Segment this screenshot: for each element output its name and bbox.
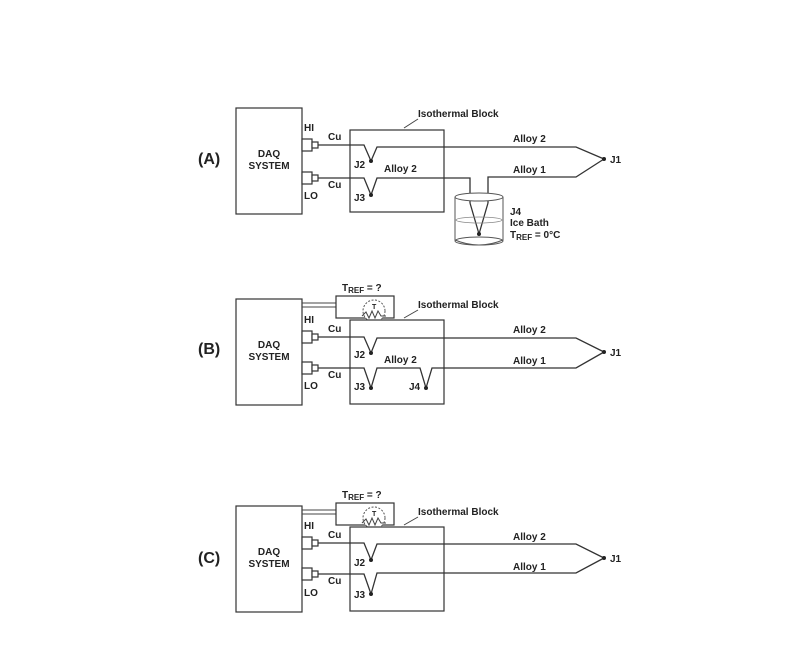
hi-label: HI	[304, 315, 314, 326]
j3-junction	[369, 193, 373, 197]
cu-label-top: Cu	[328, 324, 341, 335]
isothermal-block-label: Isothermal Block	[418, 109, 499, 120]
isothermal-block-label: Isothermal Block	[418, 507, 499, 518]
panel-b-label: (B)	[198, 341, 220, 358]
j1-junction	[602, 556, 606, 560]
j3-label: J3	[354, 193, 366, 204]
isothermal-block-pointer	[403, 118, 419, 129]
panel-a-label: (A)	[198, 151, 220, 168]
daq-label-line2: SYSTEM	[248, 161, 289, 172]
j1-junction	[602, 350, 606, 354]
hi-terminal	[301, 330, 313, 344]
panel-b: (B) DAQ SYSTEM HI LO Cu Cu T TREF = ? Is…	[198, 283, 622, 406]
hi-terminal	[301, 138, 313, 152]
lo-terminal-screw	[311, 570, 319, 578]
isothermal-block-pointer	[403, 309, 419, 319]
tref-unknown-label: TREF = ?	[342, 283, 382, 295]
daq-system-box	[235, 505, 303, 613]
j4-label: J4	[510, 207, 522, 218]
j2-label: J2	[354, 558, 366, 569]
thermistor-symbol-label: T	[372, 511, 377, 518]
ice-bath-label: Ice Bath	[510, 218, 549, 229]
hi-terminal-screw	[311, 333, 319, 341]
j4-junction	[477, 232, 481, 236]
alloy-2-label: Alloy 2	[513, 532, 546, 543]
daq-label-line2: SYSTEM	[248, 559, 289, 570]
daq-label-line1: DAQ	[258, 149, 280, 160]
alloy-2-block-label: Alloy 2	[384, 355, 417, 366]
daq-label-line2: SYSTEM	[248, 352, 289, 363]
lo-terminal	[301, 361, 313, 375]
thermistor-symbol-label: T	[372, 304, 377, 311]
hi-terminal	[301, 536, 313, 550]
alloy-1-label: Alloy 1	[513, 165, 546, 176]
j3-label: J3	[354, 590, 366, 601]
alloy-1-label: Alloy 1	[513, 562, 546, 573]
hi-label: HI	[304, 123, 314, 134]
tref-zero-label: TREF = 0°C	[510, 230, 560, 242]
alloy-2-label: Alloy 2	[513, 325, 546, 336]
isothermal-block-pointer	[403, 516, 419, 526]
cu-label-bottom: Cu	[328, 576, 341, 587]
panel-a: (A) DAQ SYSTEM HI LO Cu Cu Isothermal Bl…	[198, 107, 622, 246]
j1-label: J1	[610, 348, 622, 359]
alloy-2-label: Alloy 2	[513, 134, 546, 145]
lo-terminal-screw	[311, 364, 319, 372]
j4-label: J4	[409, 382, 421, 393]
daq-system-box	[235, 298, 303, 406]
j2-label: J2	[354, 350, 366, 361]
j2-junction	[369, 159, 373, 163]
thermistor-resistor-symbol	[361, 309, 386, 320]
j3-label: J3	[354, 382, 366, 393]
isothermal-block-label: Isothermal Block	[418, 300, 499, 311]
cu-label-bottom: Cu	[328, 180, 341, 191]
lo-terminal-screw	[311, 174, 319, 182]
j3-junction	[369, 386, 373, 390]
ice-bath-beaker	[454, 192, 504, 246]
alloy-2-block-label: Alloy 2	[384, 164, 417, 175]
daq-system-box	[235, 107, 303, 215]
lo-terminal	[301, 171, 313, 185]
thermistor-resistor-symbol	[361, 516, 386, 527]
upper-wire-alloy-2	[318, 144, 605, 163]
cu-label-top: Cu	[328, 132, 341, 143]
daq-label-line1: DAQ	[258, 547, 280, 558]
upper-wire-alloy-2	[318, 542, 605, 562]
upper-wire-alloy-2	[318, 336, 605, 355]
cu-label-bottom: Cu	[328, 370, 341, 381]
lo-label: LO	[304, 381, 318, 392]
lo-label: LO	[304, 191, 318, 202]
j1-label: J1	[610, 155, 622, 166]
hi-terminal-screw	[311, 141, 319, 149]
j1-label: J1	[610, 554, 622, 565]
wire-alloy-1	[487, 158, 605, 203]
lower-wire-to-ice-bath	[318, 177, 471, 203]
j2-junction	[369, 351, 373, 355]
hi-terminal-screw	[311, 539, 319, 547]
alloy-1-label: Alloy 1	[513, 356, 546, 367]
j4-junction	[424, 386, 428, 390]
isothermal-block	[349, 129, 445, 213]
lower-wire-alloy-1	[318, 557, 605, 597]
lo-terminal	[301, 567, 313, 581]
panel-c: (C) DAQ SYSTEM HI LO Cu Cu T TREF = ? Is…	[198, 490, 622, 613]
j3-junction	[369, 592, 373, 596]
j1-junction	[602, 157, 606, 161]
panel-c-label: (C)	[198, 550, 220, 567]
isothermal-block	[349, 526, 445, 612]
cu-label-top: Cu	[328, 530, 341, 541]
j4-lead-right	[478, 202, 489, 235]
j2-label: J2	[354, 160, 366, 171]
lo-label: LO	[304, 588, 318, 599]
daq-label-line1: DAQ	[258, 340, 280, 351]
lower-wire-alloy-1	[318, 351, 605, 391]
hi-label: HI	[304, 521, 314, 532]
tref-unknown-label: TREF = ?	[342, 490, 382, 502]
isothermal-block	[349, 319, 445, 405]
j2-junction	[369, 558, 373, 562]
j4-lead-left	[469, 202, 480, 235]
